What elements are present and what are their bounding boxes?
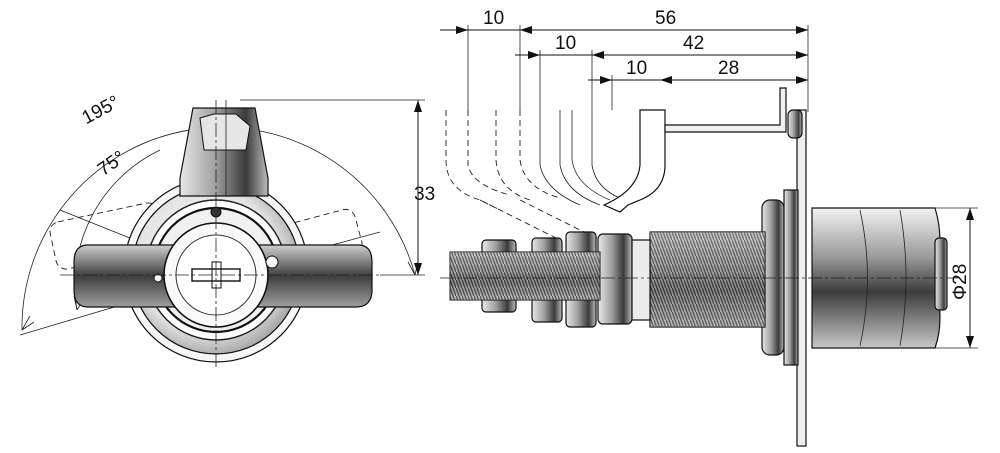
dim-low-offset-label: 10 — [626, 58, 647, 79]
dim-top-total-label: 56 — [655, 8, 676, 29]
dim-diameter-label: Φ28 — [950, 264, 971, 300]
mounting-bracket — [664, 87, 787, 133]
angle-large-label: 195° — [79, 92, 124, 129]
front-view: 195° 75° — [19, 92, 435, 370]
angle-small-label: 75° — [94, 147, 130, 181]
dim-mid-offset-label: 10 — [555, 33, 576, 54]
dim-mid-length-label: 42 — [683, 33, 704, 54]
dim-row-1: 10 56 — [440, 8, 808, 34]
dim-33-label: 33 — [414, 184, 435, 205]
dim-low-length-label: 28 — [718, 58, 739, 79]
dim-33: 33 — [240, 99, 435, 276]
dim-row-3: 10 28 — [588, 58, 808, 84]
dim-row-2: 10 42 — [515, 33, 808, 59]
hex-nut-1 — [597, 233, 633, 325]
dim-diameter: Φ28 — [935, 207, 978, 349]
side-view: 10 56 10 42 10 28 — [440, 8, 978, 447]
dim-top-first-label: 10 — [483, 8, 504, 29]
cam-positions — [445, 109, 666, 241]
